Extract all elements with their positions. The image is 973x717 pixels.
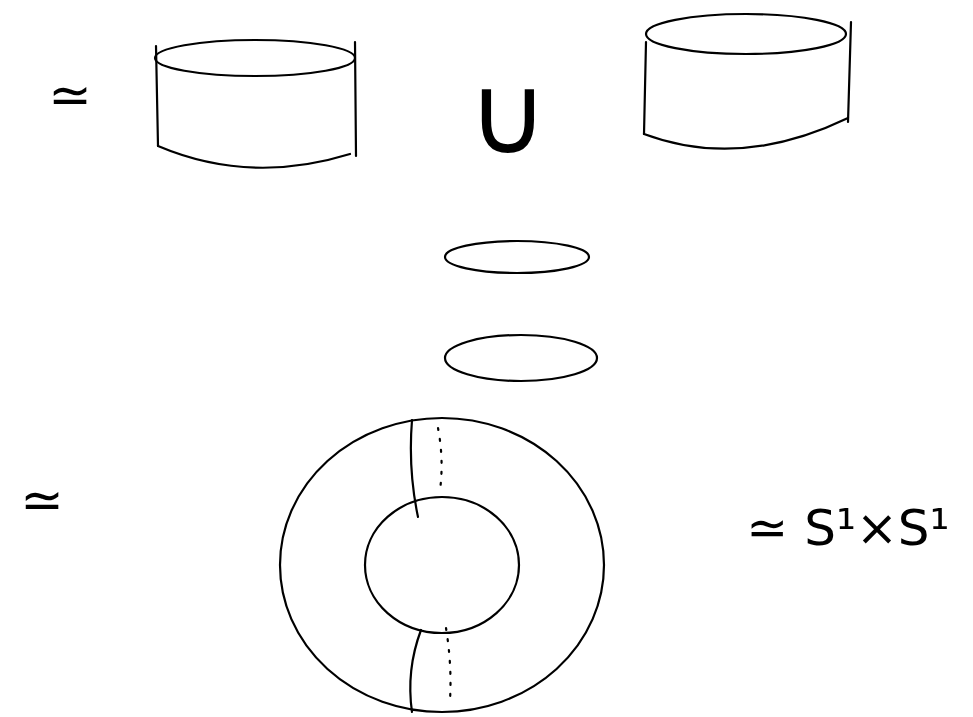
cylinder	[644, 14, 851, 149]
cylinder-top	[155, 40, 355, 76]
equivalence-symbol: ≃	[20, 474, 64, 526]
cylinder-side	[848, 22, 851, 122]
seam	[411, 420, 418, 517]
cylinder-bottom	[158, 146, 350, 168]
torus-label: ≃ S¹×S¹	[746, 503, 949, 553]
circle	[445, 241, 589, 273]
seam	[410, 630, 421, 712]
equivalence-symbol: ≃	[48, 69, 92, 121]
torus-inner	[365, 497, 519, 633]
torus	[280, 418, 604, 712]
seam-hidden	[446, 628, 451, 700]
cylinder-side	[644, 42, 646, 134]
seam-hidden	[438, 428, 442, 490]
cylinder-side	[355, 42, 356, 156]
cylinder-bottom	[644, 118, 848, 149]
cylinder-side	[156, 46, 158, 146]
torus-outer	[280, 418, 604, 712]
circle	[445, 335, 597, 381]
union-symbol: ∪	[468, 60, 549, 170]
cylinder	[155, 40, 356, 168]
cylinder-top	[646, 14, 846, 54]
